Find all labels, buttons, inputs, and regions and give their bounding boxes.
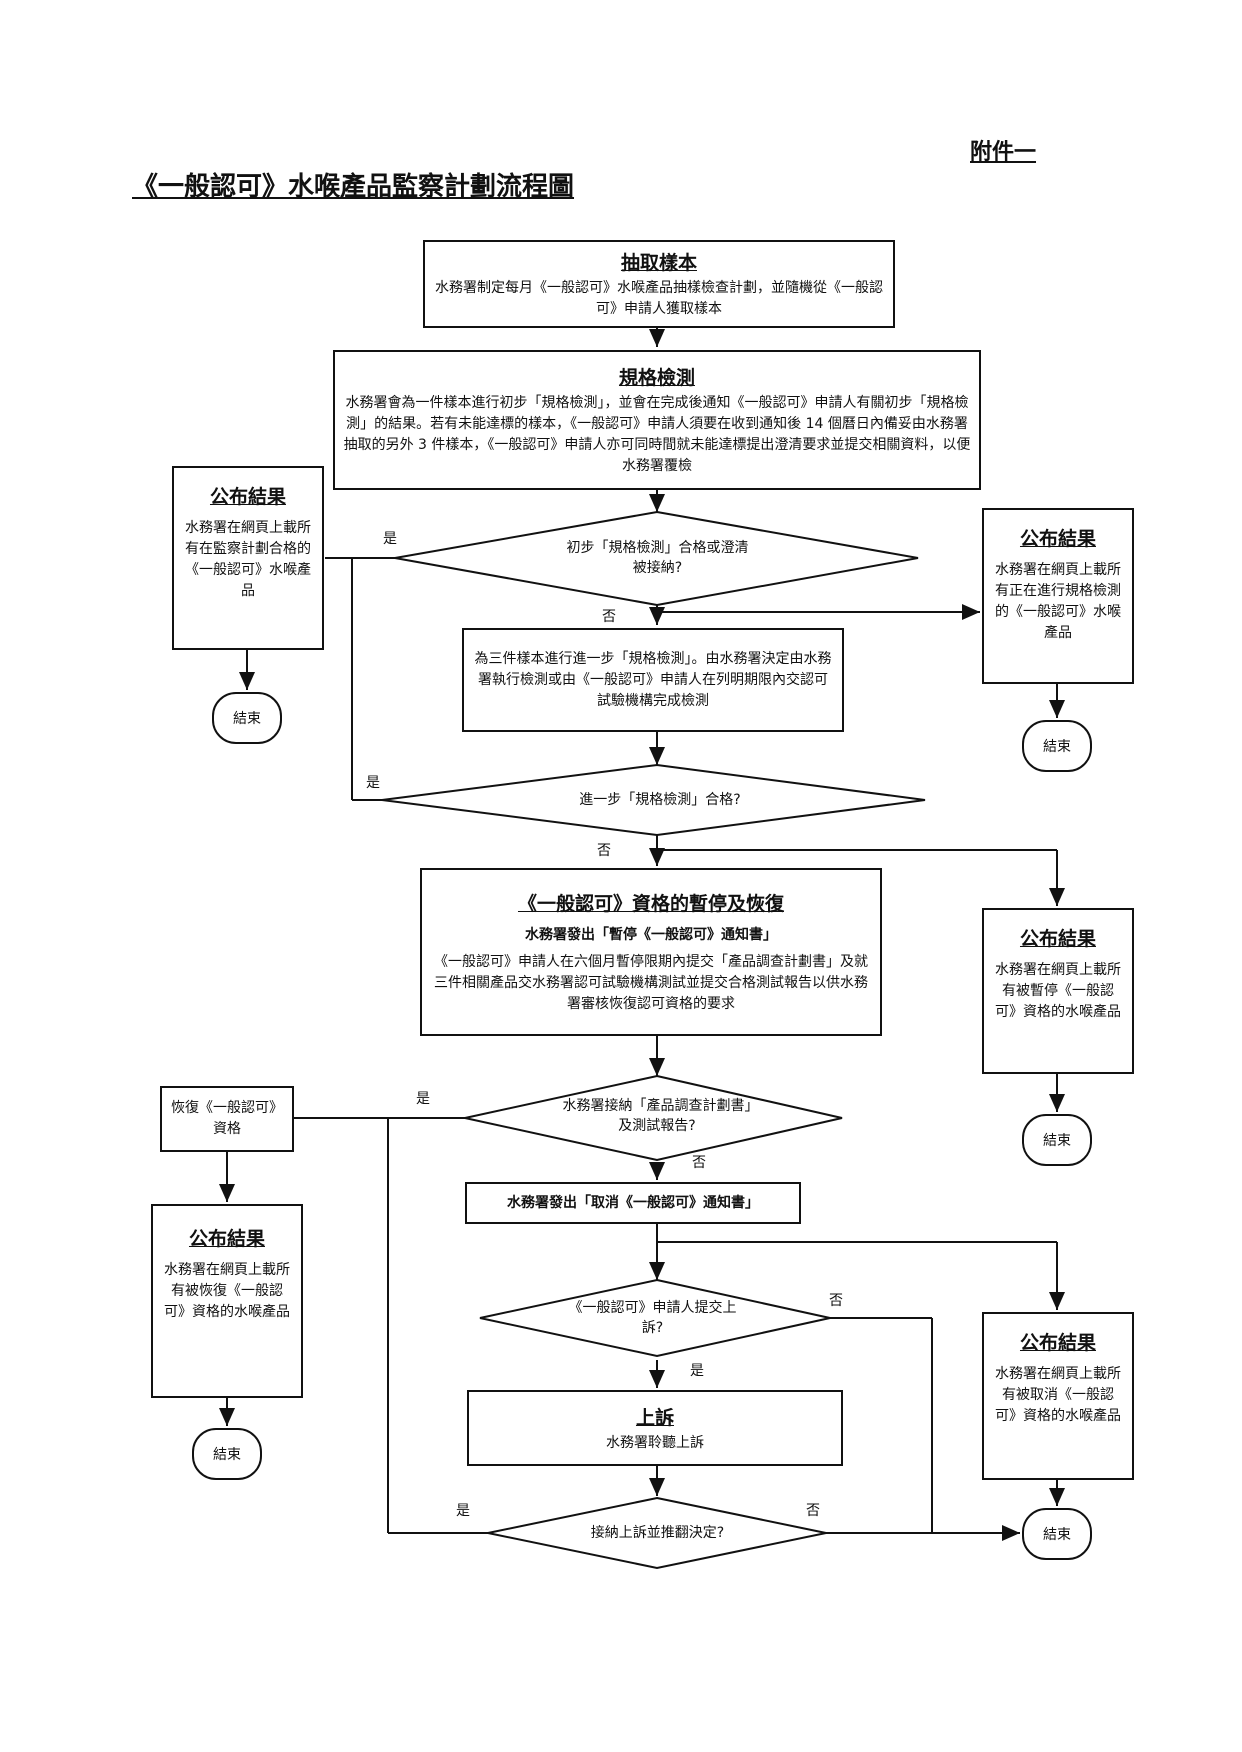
further-test-box: 為三件樣本進行進一步「規格檢測」。由水務署決定由水務署執行檢測或由《一般認可》申… <box>462 628 844 732</box>
publish-restored-body: 水務署在網頁上載所有被恢復《一般認可》資格的水喉產品 <box>164 1262 290 1320</box>
decision-2-no: 否 <box>597 843 611 859</box>
publish-pass-box: 公布結果 水務署在網頁上載所有在監察計劃合格的《一般認可》水喉產品 <box>172 466 324 650</box>
decision-3-yes: 是 <box>416 1091 430 1107</box>
decision-1-yes: 是 <box>383 531 397 547</box>
end-node-2: 結束 <box>1022 720 1092 772</box>
further-test-body: 為三件樣本進行進一步「規格檢測」。由水務署決定由水務署執行檢測或由《一般認可》申… <box>474 650 832 709</box>
decision-5-text: 接納上訴並推翻決定? <box>590 1525 725 1541</box>
annex-label: 附件一 <box>970 139 1037 165</box>
publish-cancelled-box: 公布結果 水務署在網頁上載所有被取消《一般認可》資格的水喉產品 <box>982 1312 1134 1480</box>
cancel-text: 水務署發出「取消《一般認可》通知書」 <box>507 1194 759 1211</box>
publish-pass-body: 水務署在網頁上載所有在監察計劃合格的《一般認可》水喉產品 <box>185 520 311 599</box>
decision-2-yes: 是 <box>366 775 380 791</box>
publish-testing-box: 公布結果 水務署在網頁上載所有正在進行規格檢測的《一般認可》水喉產品 <box>982 508 1134 684</box>
spec-test-box: 規格檢測 水務署會為一件樣本進行初步「規格檢測」，並會在完成後通知《一般認可》申… <box>333 350 981 490</box>
decision-diamond-3 <box>464 1074 843 1162</box>
publish-testing-body: 水務署在網頁上載所有正在進行規格檢測的《一般認可》水喉產品 <box>995 562 1121 641</box>
end-node-1: 結束 <box>212 692 282 744</box>
publish-cancelled-title: 公布結果 <box>1019 1332 1096 1354</box>
publish-restored-box: 公布結果 水務署在網頁上載所有被恢復《一般認可》資格的水喉產品 <box>151 1204 303 1398</box>
decision-4-no: 否 <box>829 1293 843 1309</box>
appeal-title: 上訴 <box>635 1406 674 1429</box>
end-node-3: 結束 <box>1022 1114 1092 1166</box>
decision-5-no: 否 <box>806 1503 820 1519</box>
decision-1-text: 初步「規格檢測」合格或澄清被接納? <box>566 540 749 576</box>
suspend-line1: 水務署發出「暫停《一般認可》通知書」 <box>525 927 777 943</box>
decision-1-no: 否 <box>602 609 616 625</box>
decision-diamond-5 <box>487 1496 827 1570</box>
publish-restored-title: 公布結果 <box>188 1228 265 1250</box>
decision-4-text: 《一般認可》申請人提交上訴? <box>568 1300 737 1336</box>
decision-diamond-4 <box>479 1278 831 1358</box>
restore-box: 恢復《一般認可》資格 <box>160 1086 294 1152</box>
publish-testing-title: 公布結果 <box>1019 528 1096 550</box>
decision-3-text: 水務署接納「產品調查計劃書」及測試報告? <box>562 1098 752 1134</box>
appeal-body: 水務署聆聽上訴 <box>606 1434 704 1451</box>
suspend-title: 《一般認可》資格的暫停及恢復 <box>517 893 784 915</box>
end-node-5: 結束 <box>1022 1508 1092 1560</box>
sampling-title: 抽取樣本 <box>620 252 697 274</box>
publish-pass-title: 公布結果 <box>209 486 286 508</box>
decision-4-yes: 是 <box>690 1363 704 1379</box>
publish-cancelled-body: 水務署在網頁上載所有被取消《一般認可》資格的水喉產品 <box>995 1366 1121 1424</box>
restore-text: 恢復《一般認可》資格 <box>171 1100 283 1137</box>
appeal-box: 上訴 水務署聆聽上訴 <box>467 1390 843 1466</box>
suspend-box: 《一般認可》資格的暫停及恢復 水務署發出「暫停《一般認可》通知書」 《一般認可》… <box>420 868 882 1036</box>
decision-3-no: 否 <box>692 1155 706 1171</box>
decision-diamond-2 <box>381 763 926 837</box>
decision-2-text: 進一步「規格檢測」合格? <box>579 792 741 808</box>
spec-test-title: 規格檢測 <box>618 367 695 389</box>
end-node-4: 結束 <box>192 1428 262 1480</box>
decision-5-yes: 是 <box>456 1503 470 1519</box>
cancel-box: 水務署發出「取消《一般認可》通知書」 <box>465 1182 801 1224</box>
sampling-body: 水務署制定每月《一般認可》水喉產品抽樣檢查計劃，並隨機從《一般認可》申請人獲取樣… <box>435 280 883 317</box>
page-title: 《一般認可》水喉產品監察計劃流程圖 <box>132 172 575 202</box>
publish-suspended-box: 公布結果 水務署在網頁上載所有被暫停《一般認可》資格的水喉產品 <box>982 908 1134 1074</box>
sampling-box: 抽取樣本 水務署制定每月《一般認可》水喉產品抽樣檢查計劃，並隨機從《一般認可》申… <box>423 240 895 328</box>
publish-suspended-title: 公布結果 <box>1019 928 1096 950</box>
decision-diamond-1 <box>394 510 919 607</box>
suspend-body: 《一般認可》申請人在六個月暫停限期內提交「產品調查計劃書」及就三件相關產品交水務… <box>434 954 868 1012</box>
spec-test-body: 水務署會為一件樣本進行初步「規格檢測」，並會在完成後通知《一般認可》申請人有關初… <box>343 395 971 474</box>
publish-suspended-body: 水務署在網頁上載所有被暫停《一般認可》資格的水喉產品 <box>995 962 1121 1020</box>
